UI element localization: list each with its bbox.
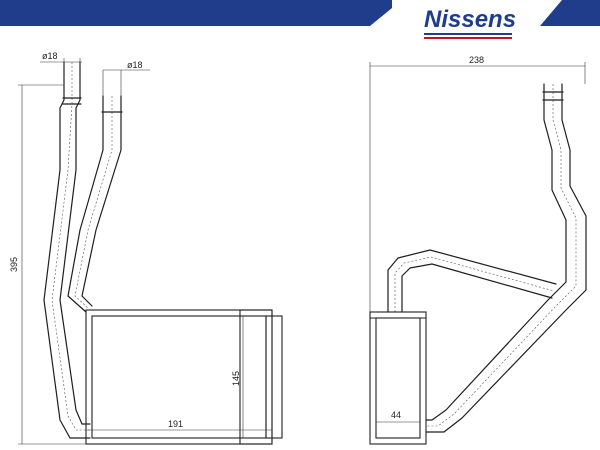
banner-right bbox=[540, 0, 600, 26]
dim-overall-width: 238 bbox=[369, 55, 586, 318]
logo-underline-red bbox=[424, 37, 512, 39]
logo-underline-blue bbox=[424, 33, 512, 35]
side-view: 238 44 bbox=[369, 55, 587, 445]
core-height-label: 145 bbox=[231, 371, 241, 386]
core-width-label: 191 bbox=[168, 419, 183, 429]
overall-width-label: 238 bbox=[469, 55, 484, 65]
front-view: ø18 ø18 395 191 145 bbox=[9, 51, 283, 445]
pipe-dia-right-label: ø18 bbox=[127, 60, 143, 70]
side-pipe-lower bbox=[387, 249, 557, 313]
left-pipe bbox=[43, 61, 91, 439]
banner-left bbox=[0, 0, 392, 26]
dim-core-height: 145 bbox=[231, 316, 244, 438]
dim-core-depth: 44 bbox=[376, 410, 420, 423]
right-pipe bbox=[67, 95, 123, 313]
dim-core-width: 191 bbox=[86, 419, 272, 431]
pipe-dia-left-label: ø18 bbox=[42, 51, 58, 61]
heater-core-side bbox=[369, 311, 427, 445]
dim-height: 395 bbox=[9, 84, 86, 445]
core-depth-label: 44 bbox=[391, 410, 401, 420]
header-banner bbox=[0, 0, 600, 26]
height-label: 395 bbox=[9, 257, 19, 272]
side-pipe-upper bbox=[425, 83, 587, 433]
heater-core-front bbox=[85, 309, 283, 445]
dim-pipe-dia-right: ø18 bbox=[102, 60, 150, 96]
dim-pipe-dia-left: ø18 bbox=[40, 51, 82, 66]
brand-logo: Nissens bbox=[424, 6, 516, 39]
logo-wordmark: Nissens bbox=[424, 6, 516, 33]
